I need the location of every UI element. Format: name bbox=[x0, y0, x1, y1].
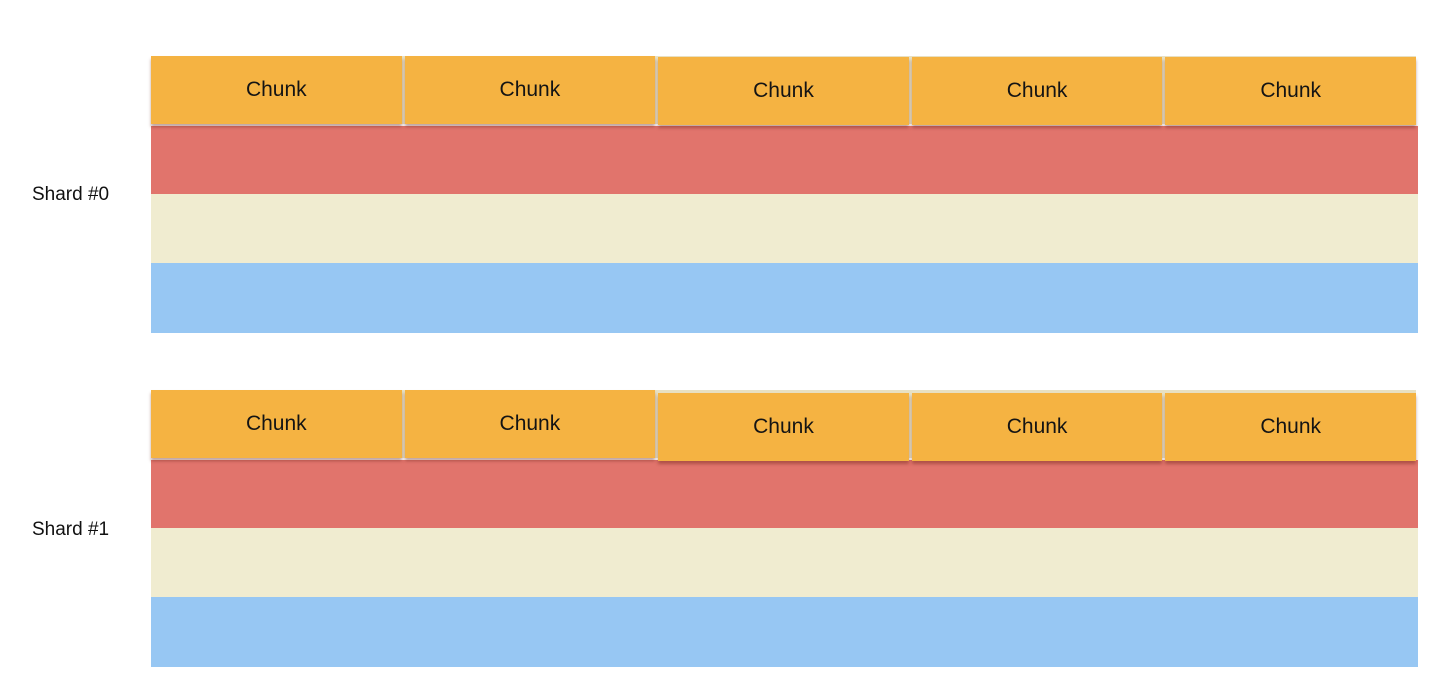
chunk-label: Chunk bbox=[245, 412, 307, 435]
chunk-label: Chunk bbox=[245, 78, 307, 101]
blue-band bbox=[151, 263, 1418, 333]
shard-0-chunk-row: Chunk Chunk Chunk Chunk Chunk bbox=[151, 56, 1416, 125]
chunk-label: Chunk bbox=[1260, 415, 1322, 438]
chunk-label: Chunk bbox=[499, 78, 561, 101]
chunk-box: Chunk bbox=[151, 56, 402, 124]
shard-1-chunk-row: Chunk Chunk Chunk Chunk Chunk bbox=[151, 390, 1416, 461]
chunk-box: Chunk bbox=[911, 57, 1163, 125]
chunk-box: Chunk bbox=[151, 390, 402, 458]
chunk-label: Chunk bbox=[499, 412, 561, 435]
shard-0: Shard #0 Chunk Chunk Chunk Chunk Chunk bbox=[32, 56, 1418, 333]
shard-0-label: Shard #0 bbox=[32, 183, 110, 205]
chunk-box: Chunk bbox=[404, 390, 656, 458]
chunk-box: Chunk bbox=[1165, 393, 1416, 461]
chunk-label: Chunk bbox=[753, 79, 814, 102]
blue-band bbox=[151, 597, 1418, 667]
chunk-box: Chunk bbox=[658, 57, 909, 125]
chunk-box: Chunk bbox=[911, 393, 1163, 461]
chunk-box: Chunk bbox=[404, 56, 656, 124]
red-band bbox=[151, 460, 1418, 528]
chunk-box: Chunk bbox=[1165, 57, 1416, 125]
chunk-label: Chunk bbox=[1260, 79, 1322, 102]
chunk-label: Chunk bbox=[753, 415, 814, 438]
cream-band bbox=[151, 194, 1418, 263]
chunk-label: Chunk bbox=[1006, 415, 1068, 438]
chunk-box: Chunk bbox=[658, 393, 909, 461]
red-band bbox=[151, 126, 1418, 194]
shard-1: Shard #1 Chunk Chunk Chunk Chunk Chunk bbox=[32, 390, 1418, 669]
cream-band bbox=[151, 528, 1418, 597]
chunk-label: Chunk bbox=[1006, 79, 1068, 102]
shard-1-label: Shard #1 bbox=[32, 518, 110, 540]
